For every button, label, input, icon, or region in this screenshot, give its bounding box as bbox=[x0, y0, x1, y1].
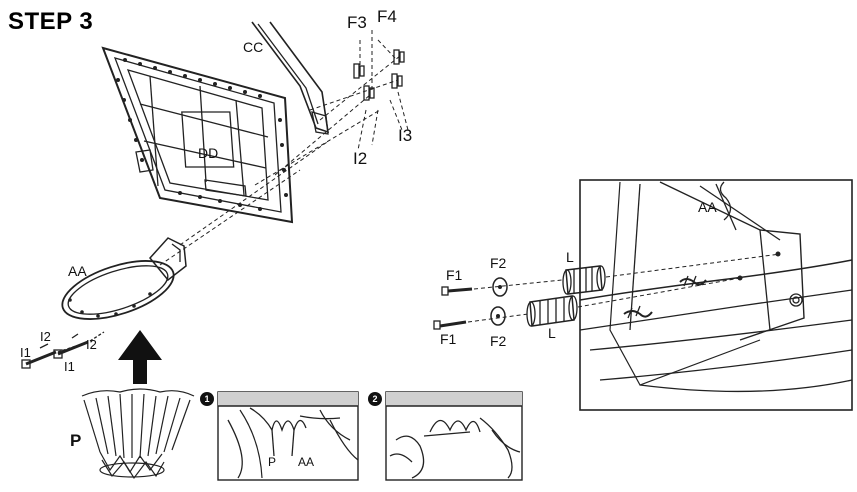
label-i2-a: I2 bbox=[40, 329, 51, 344]
label-p-inset: P bbox=[268, 455, 277, 469]
label-f2-bottom: F2 bbox=[490, 333, 507, 349]
inset-2-drawing bbox=[385, 391, 523, 481]
label-p-net: P bbox=[70, 431, 82, 450]
alignment-lines-top bbox=[159, 30, 409, 266]
label-f1-bottom: F1 bbox=[440, 331, 457, 347]
label-i1-a: I1 bbox=[20, 345, 31, 360]
backboard-drawing bbox=[101, 46, 294, 224]
label-aa-detail: AA bbox=[698, 199, 717, 215]
up-arrow-drawing bbox=[118, 330, 162, 384]
label-i3-top: I3 bbox=[398, 126, 413, 145]
label-cc: CC bbox=[243, 39, 264, 55]
net-drawing bbox=[81, 388, 195, 480]
label-aa-inset: AA bbox=[298, 455, 315, 469]
inset-2-number: 2 bbox=[368, 392, 382, 406]
label-i2-top: I2 bbox=[353, 149, 368, 168]
label-dd: DD bbox=[198, 145, 219, 161]
detail-box-drawing bbox=[579, 179, 853, 411]
label-l-bottom: L bbox=[548, 325, 556, 341]
hardware-top bbox=[353, 49, 405, 101]
step-title: STEP 3 bbox=[8, 8, 94, 35]
brace-drawing bbox=[251, 21, 329, 135]
label-f3: F3 bbox=[347, 13, 367, 32]
label-i2-b: I2 bbox=[86, 337, 97, 352]
label-f2-top: F2 bbox=[490, 255, 507, 271]
label-f4: F4 bbox=[377, 7, 397, 26]
label-l-top: L bbox=[566, 249, 574, 265]
rim-drawing bbox=[21, 237, 187, 369]
hardware-middle bbox=[433, 253, 781, 330]
inset-1-drawing bbox=[217, 391, 359, 481]
inset-1-number: 1 bbox=[200, 392, 214, 406]
label-i1-b: I1 bbox=[64, 359, 75, 374]
label-aa-rim: AA bbox=[68, 263, 87, 279]
label-f1-top: F1 bbox=[446, 267, 463, 283]
